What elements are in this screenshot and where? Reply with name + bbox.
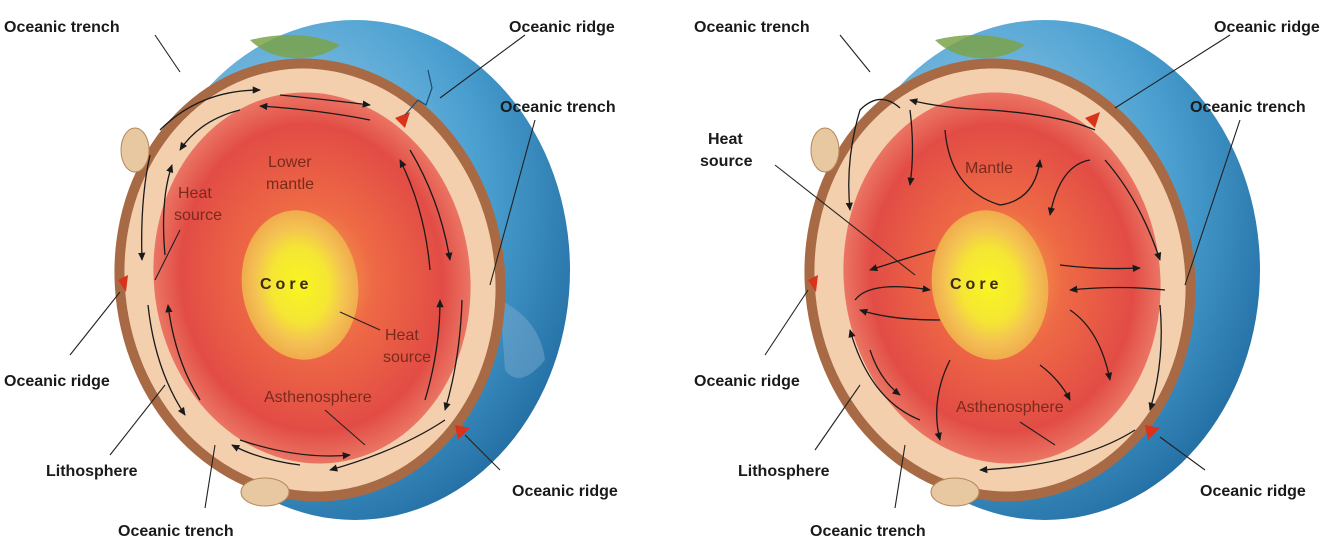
left-label-heat-1: Heat: [178, 185, 212, 202]
left-label-lithosphere: Lithosphere: [46, 463, 138, 480]
right-label-asthenosphere: Asthenosphere: [956, 399, 1064, 416]
left-label-bottom-right-ridge: Oceanic ridge: [512, 483, 618, 500]
right-label-bottom-right-ridge: Oceanic ridge: [1200, 483, 1306, 500]
right-label-lithosphere: Lithosphere: [738, 463, 830, 480]
left-label-core-heat-2: source: [383, 349, 431, 366]
left-label-lower: Lower: [268, 154, 312, 171]
right-label-left-ridge: Oceanic ridge: [694, 373, 800, 390]
right-plate-bump-1: [811, 128, 839, 172]
left-plate-bump-2: [241, 478, 289, 506]
left-label-top-left-trench: Oceanic trench: [4, 19, 120, 36]
left-label-heat-2: source: [174, 207, 222, 224]
right-globe: [776, 20, 1260, 527]
right-plate-bump-2: [931, 478, 979, 506]
left-label-asthenosphere: Asthenosphere: [264, 389, 372, 406]
left-label-mantle: mantle: [266, 176, 314, 193]
right-label-bottom-trench: Oceanic trench: [810, 523, 926, 540]
left-plate-bump-1: [121, 128, 149, 172]
left-label-core: Core: [260, 276, 312, 293]
right-label-heat-1: Heat: [708, 131, 743, 148]
right-label-top-right-ridge: Oceanic ridge: [1214, 19, 1320, 36]
left-label-core-heat-1: Heat: [385, 327, 419, 344]
right-label-mantle: Mantle: [965, 160, 1013, 177]
right-label-top-left-trench: Oceanic trench: [694, 19, 810, 36]
left-label-top-right-ridge: Oceanic ridge: [509, 19, 615, 36]
left-label-bottom-trench: Oceanic trench: [118, 523, 234, 540]
left-label-right-trench: Oceanic trench: [500, 99, 616, 116]
right-label-right-trench: Oceanic trench: [1190, 99, 1306, 116]
right-label-heat-2: source: [700, 153, 753, 170]
right-label-core: Core: [950, 276, 1002, 293]
left-label-left-ridge: Oceanic ridge: [4, 373, 110, 390]
